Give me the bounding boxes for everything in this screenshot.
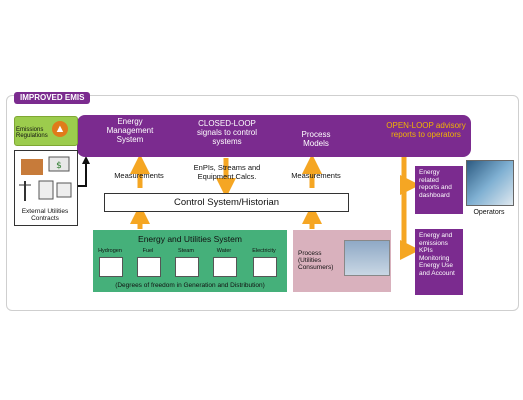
process-label: Process (Utilities Consumers) (298, 250, 334, 271)
utility-hydrogen: Hydrogen (95, 248, 125, 277)
utility-steam: Steam (171, 248, 201, 277)
measurements-left-label: Measurements (114, 171, 164, 180)
utility-electricity: Electricity (249, 248, 279, 277)
utility-label: Water (216, 248, 232, 254)
operators-image (466, 160, 514, 206)
utility-water: Water (209, 248, 239, 277)
fuel-plant-icon (137, 257, 161, 277)
factory-emission-icon: ▲ (52, 121, 68, 137)
open-loop-label: OPEN-LOOP advisory reports to operators (386, 121, 466, 139)
hydrogen-plant-icon (99, 257, 123, 277)
black-arrows (77, 156, 90, 187)
utility-label: Hydrogen (98, 248, 122, 254)
svg-text:$: $ (56, 161, 62, 171)
electricity-tower-icon (253, 257, 277, 277)
diagram-title: IMPROVED EMIS (14, 92, 91, 104)
water-plant-icon (213, 257, 237, 277)
external-contracts-box: $ (14, 150, 78, 226)
utility-label: Steam (178, 248, 194, 254)
external-contracts-label: External Utilities Contracts (21, 208, 69, 222)
control-system-box: Control System/Historian (104, 193, 349, 212)
emissions-label: Emissions Regulations (16, 127, 48, 139)
energy-utilities-title: Energy and Utilities System (138, 234, 242, 244)
closed-loop-label: CLOSED-LOOP signals to control systems (196, 119, 258, 146)
utility-label: Electricity (252, 248, 276, 254)
emis-bar (77, 115, 471, 157)
arrow-external (77, 156, 90, 187)
steam-plant-icon (175, 257, 199, 277)
energy-utilities-footer: (Degrees of freedom in Generation and Di… (115, 282, 265, 289)
measurements-right-label: Measurements (291, 171, 341, 180)
report-kpis: Energy and emissions KPIs Monitoring Ene… (415, 229, 463, 295)
enpis-label: EnPIs, Streams and Equipment Calcs. (193, 163, 261, 181)
ems-label: Energy Management System (106, 117, 154, 144)
report-energy-dashboard: Energy related reports and dashboard (415, 166, 463, 214)
refinery-image (344, 240, 390, 276)
utility-label: Fuel (142, 248, 154, 254)
utilities-contract-icon: $ (19, 156, 72, 201)
orange-arrows (130, 154, 420, 260)
utility-fuel: Fuel (133, 248, 163, 277)
process-models-label: Process Models (301, 130, 331, 148)
operators-label: Operators (473, 209, 505, 216)
